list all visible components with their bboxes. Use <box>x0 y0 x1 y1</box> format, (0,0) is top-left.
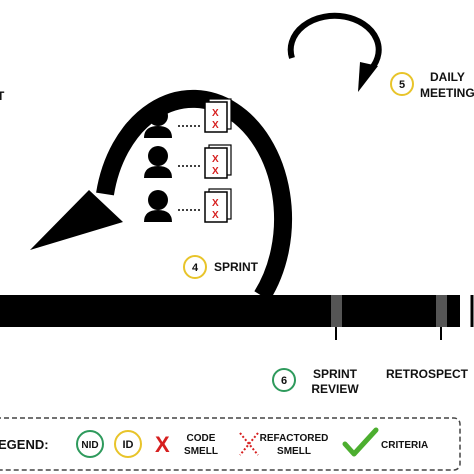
step-4-badge <box>183 255 207 279</box>
timeline-segment-review <box>331 295 342 327</box>
person-icon <box>144 190 172 222</box>
timeline-bar <box>0 295 460 327</box>
svg-text:X: X <box>212 120 219 131</box>
svg-text:X: X <box>212 166 219 177</box>
step-4-number: 4 <box>192 262 199 274</box>
sprint-label: SPRINT <box>214 260 259 274</box>
document-stack-icon: X X <box>204 188 232 223</box>
sprint-review-label-line2: REVIEW <box>311 382 359 396</box>
red-x-icon: X <box>155 432 170 457</box>
step-5-badge <box>390 72 414 96</box>
code-smell-label-line2: SMELL <box>184 446 218 457</box>
sprint-cycle-arrowhead <box>30 190 123 250</box>
refactored-smell-label-line1: REFACTORED <box>260 433 329 444</box>
criteria-label: CRITERIA <box>381 440 428 451</box>
sprint-review-label-line1: SPRINT <box>313 367 358 381</box>
id-badge-label: ID <box>123 439 134 451</box>
legend-title: EGEND: <box>0 437 49 452</box>
step-6-badge <box>272 368 296 392</box>
nid-badge <box>76 430 104 458</box>
code-smell-label-line1: CODE <box>187 433 216 444</box>
retrospective-label: RETROSPECT <box>386 367 469 381</box>
person-icon <box>144 146 172 178</box>
daily-loop-arrowhead <box>358 62 378 92</box>
document-stack-icon: X X <box>204 144 232 179</box>
id-badge <box>114 430 142 458</box>
sprint-cycle-arc <box>96 89 293 301</box>
svg-text:X: X <box>212 108 219 119</box>
step-6-number: 6 <box>281 375 287 387</box>
person-icon <box>144 106 172 138</box>
refactored-smell-label-line2: SMELL <box>277 446 311 457</box>
document-stack-icon: X X <box>204 98 232 133</box>
svg-text:X: X <box>212 210 219 221</box>
cut-off-label: T <box>0 89 5 103</box>
daily-meeting-label-line1: DAILY <box>430 70 465 84</box>
nid-badge-label: NID <box>81 440 98 451</box>
dotted-x-icon <box>239 432 259 456</box>
legend-box <box>0 417 461 471</box>
check-icon <box>342 427 379 457</box>
svg-text:X: X <box>212 154 219 165</box>
step-5-number: 5 <box>399 79 405 91</box>
daily-meeting-label-line2: MEETING <box>420 86 474 100</box>
svg-text:X: X <box>212 198 219 209</box>
daily-loop-arc <box>287 12 382 75</box>
timeline-segment-retrospective <box>436 295 447 327</box>
